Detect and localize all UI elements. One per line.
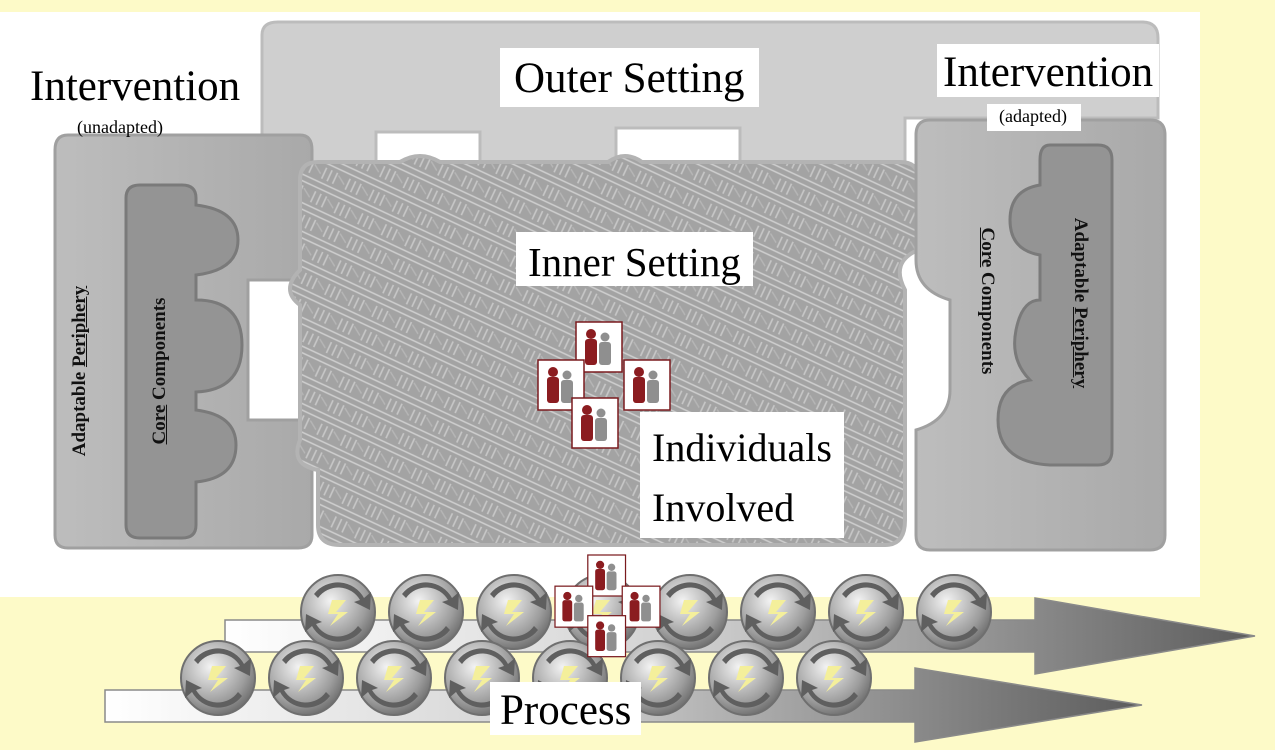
individuals-involved-label: Individuals Involved — [640, 412, 844, 538]
intervention-adapted-title: Intervention — [937, 44, 1160, 97]
individuals-line-2: Involved — [652, 485, 795, 530]
process-label: Process — [490, 682, 642, 735]
process-cycle-gear — [708, 640, 784, 716]
process-cycle-gear — [268, 640, 344, 716]
process-cycle-gear — [300, 574, 376, 650]
process-cycle-gear — [740, 574, 816, 650]
left-core-components-label: Core Components — [149, 261, 171, 481]
left-periphery-word-1: Adaptable — [69, 367, 90, 457]
intervention-unadapted-title: Intervention — [30, 63, 241, 110]
process-cycle-gear — [476, 574, 552, 650]
process-cycle-gear — [652, 574, 728, 650]
intervention-adapted-subtitle: (adapted) — [987, 104, 1081, 131]
process-cycle-gear — [388, 574, 464, 650]
process-cycle-gear — [828, 574, 904, 650]
left-adaptable-periphery-label: Adaptable Periphery — [69, 261, 91, 481]
process-cycle-gear — [356, 640, 432, 716]
inner-setting-label: Inner Setting — [516, 232, 753, 286]
process-cycle-gear — [916, 574, 992, 650]
right-core-word-2: Components — [977, 267, 998, 375]
right-adaptable-periphery-label: Adaptable Periphery — [1069, 188, 1091, 418]
right-periphery-word-1: Adaptable — [1070, 217, 1091, 307]
process-cycle-gear — [796, 640, 872, 716]
right-core-word-1: Core — [977, 227, 998, 268]
intervention-unadapted-subtitle: (unadapted) — [77, 117, 163, 137]
left-core-word-2: Components — [149, 297, 170, 405]
process-cycle-gear — [180, 640, 256, 716]
individuals-line-1: Individuals — [652, 425, 832, 470]
left-core-word-1: Core — [149, 404, 170, 445]
right-periphery-word-2: Periphery — [1070, 306, 1091, 389]
outer-setting-label: Outer Setting — [500, 48, 759, 107]
left-periphery-word-2: Periphery — [69, 285, 90, 368]
right-core-components-label: Core Components — [976, 186, 998, 416]
